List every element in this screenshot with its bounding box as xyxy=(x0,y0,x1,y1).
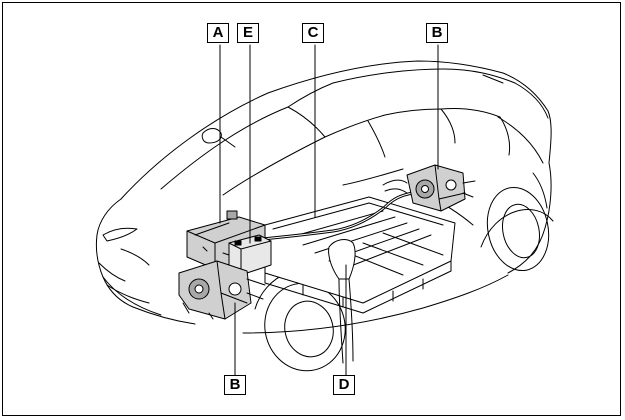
vehicle-illustration xyxy=(95,44,554,376)
callout-c: C xyxy=(302,23,324,43)
charging-port xyxy=(328,239,356,364)
front-motor xyxy=(178,260,266,320)
callout-d: D xyxy=(333,375,355,395)
callout-b-top: B xyxy=(426,23,448,43)
car-body-outline xyxy=(95,60,554,372)
diagram-frame: A E C B B D xyxy=(2,2,621,416)
callout-a: A xyxy=(207,23,229,43)
rear-motor xyxy=(382,164,476,212)
callout-e: E xyxy=(237,23,259,43)
callout-b-bottom: B xyxy=(224,375,246,395)
battery-pack xyxy=(264,196,456,314)
leader-lines xyxy=(219,44,439,376)
